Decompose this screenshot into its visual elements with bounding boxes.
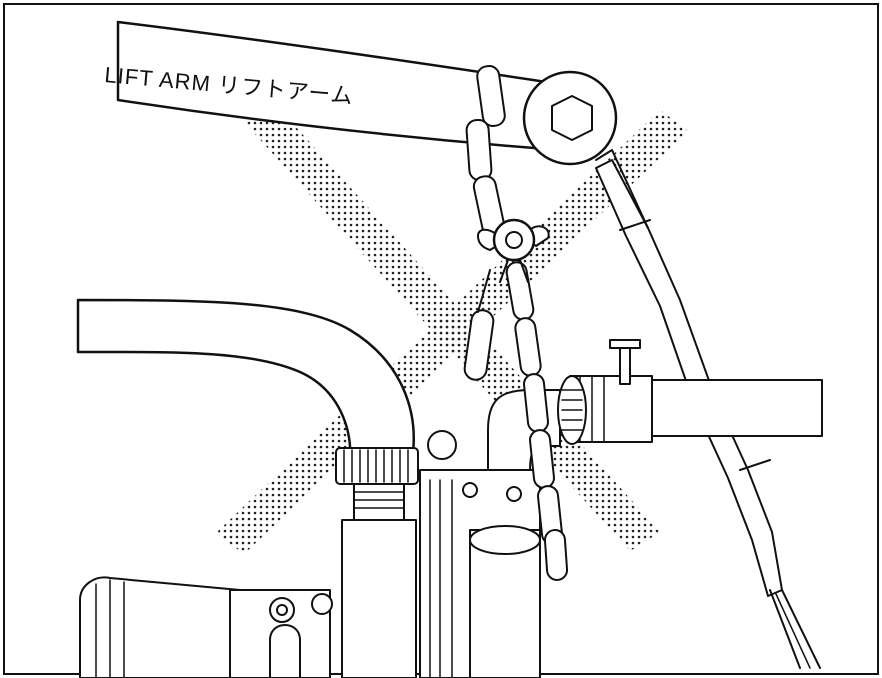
hex-bolt-icon xyxy=(551,95,593,141)
pump-body xyxy=(419,430,541,678)
wing-nut xyxy=(477,218,550,283)
lift-arm xyxy=(116,20,649,229)
lower-left-machine xyxy=(79,576,333,678)
shaft-collar xyxy=(557,339,653,445)
pipe-clamp xyxy=(335,447,419,521)
curved-pipe xyxy=(76,298,415,462)
hydraulic-hose xyxy=(595,159,821,669)
prohibit-x-band-2 xyxy=(216,110,688,554)
check-chain xyxy=(463,65,569,581)
stand-pipe xyxy=(341,519,417,678)
